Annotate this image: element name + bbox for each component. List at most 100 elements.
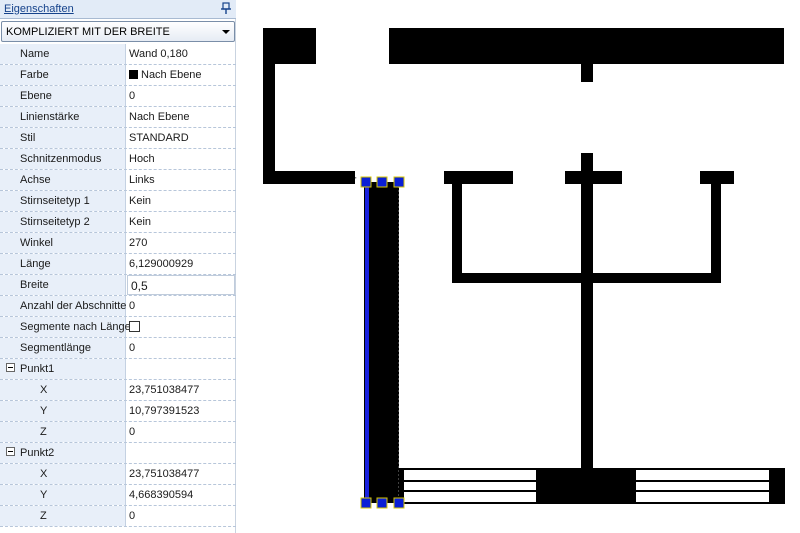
property-row[interactable]: Farbe Nach Ebene	[0, 65, 236, 86]
grip-bottom-middle[interactable]	[376, 497, 388, 509]
property-value: Nach Ebene	[129, 111, 190, 123]
wall-stub[interactable]	[581, 63, 593, 82]
property-name: Z	[40, 510, 47, 522]
property-name: Punkt2	[20, 447, 55, 459]
property-value: Links	[129, 174, 155, 186]
cursor-text-marker: T	[351, 176, 357, 186]
wall-short-3[interactable]	[700, 171, 734, 184]
wall-center-vertical[interactable]	[581, 153, 593, 469]
property-value: 0	[129, 426, 136, 438]
property-name-cell: X	[0, 464, 126, 484]
collapse-icon[interactable]	[6, 447, 15, 456]
property-name-cell: Ebene	[0, 86, 126, 106]
property-value-cell[interactable]: Hoch	[127, 149, 235, 169]
property-value-cell[interactable]: Links	[127, 170, 235, 190]
property-value: Hoch	[129, 153, 155, 165]
grip-top-right[interactable]	[393, 176, 405, 188]
property-value: 4,668390594	[129, 489, 194, 501]
wall-branch-right[interactable]	[711, 182, 721, 279]
pin-icon[interactable]	[220, 2, 232, 15]
property-category-row[interactable]: Punkt1	[0, 359, 236, 380]
property-name-cell: Segmentlänge	[0, 338, 126, 358]
grip-top-middle[interactable]	[376, 176, 388, 188]
drawing-canvas[interactable]: T	[237, 0, 800, 533]
property-value-cell[interactable]: 23,751038477	[127, 380, 235, 400]
property-value-input[interactable]: 0,5	[127, 275, 235, 295]
property-row[interactable]: Stirnseitetyp 1 Kein	[0, 191, 236, 212]
wall-short-2[interactable]	[565, 171, 622, 184]
property-value-cell[interactable]: 23,751038477	[127, 464, 235, 484]
property-value-cell[interactable]: 0	[127, 296, 235, 316]
property-value-cell[interactable]: 0	[127, 338, 235, 358]
property-category-row[interactable]: Punkt2	[0, 443, 236, 464]
property-value: 0	[129, 90, 136, 102]
property-value-cell[interactable]: 0	[127, 506, 235, 526]
property-value-cell[interactable]: 6,129000929	[127, 254, 235, 274]
property-name: Anzahl der Abschnitte	[20, 300, 127, 312]
property-value-cell[interactable]: Kein	[127, 191, 235, 211]
property-row[interactable]: Linienstärke Nach Ebene	[0, 107, 236, 128]
property-name-cell: Stirnseitetyp 1	[0, 191, 126, 211]
property-name: Breite	[20, 279, 49, 291]
property-value-cell[interactable]: 270	[127, 233, 235, 253]
property-value-cell[interactable]: STANDARD	[127, 128, 235, 148]
property-name-cell: Winkel	[0, 233, 126, 253]
color-swatch	[129, 70, 138, 79]
property-value-cell[interactable]: 4,668390594	[127, 485, 235, 505]
property-value-cell[interactable]: Kein	[127, 212, 235, 232]
wall-left-horizontal[interactable]	[263, 171, 355, 184]
property-name-cell: Linienstärke	[0, 107, 126, 127]
property-row[interactable]: Segmentlänge 0	[0, 338, 236, 359]
wall-short-1[interactable]	[444, 171, 513, 184]
panel-title-bar: Eigenschaften	[0, 0, 236, 19]
property-value-cell[interactable]: Nach Ebene	[127, 65, 235, 85]
property-row[interactable]: Breite 0,5	[0, 275, 236, 296]
property-name: Farbe	[20, 69, 49, 81]
property-value-cell[interactable]: 0	[127, 86, 235, 106]
wall-branch-horizontal[interactable]	[452, 273, 721, 283]
property-value: Kein	[129, 216, 152, 228]
property-value-cell[interactable]: 0	[127, 422, 235, 442]
property-value-cell[interactable]: Nach Ebene	[127, 107, 235, 127]
property-value-cell[interactable]	[127, 317, 235, 337]
property-name-cell: Anzahl der Abschnitte	[0, 296, 126, 316]
grip-top-left[interactable]	[360, 176, 372, 188]
property-name: Achse	[20, 174, 51, 186]
property-name: Segmentlänge	[20, 342, 91, 354]
property-name: Stirnseitetyp 1	[20, 195, 90, 207]
property-name-cell: X	[0, 380, 126, 400]
property-row[interactable]: Segmente nach Länge	[0, 317, 236, 338]
grip-bottom-left[interactable]	[360, 497, 372, 509]
grip-bottom-right[interactable]	[393, 497, 405, 509]
wall-branch-left[interactable]	[452, 182, 462, 279]
property-name-cell: Y	[0, 485, 126, 505]
property-value: 23,751038477	[129, 384, 200, 396]
wall-top-left[interactable]	[263, 28, 316, 64]
wall-left-vertical[interactable]	[263, 63, 275, 183]
collapse-icon[interactable]	[6, 363, 15, 372]
object-type-dropdown[interactable]: KOMPLIZIERT MIT DER BREITE	[1, 21, 235, 42]
selected-wall[interactable]	[364, 182, 399, 503]
property-value-cell[interactable]: 10,797391523	[127, 401, 235, 421]
property-checkbox[interactable]	[129, 321, 140, 332]
property-value-cell[interactable]: Wand 0,180	[127, 44, 235, 64]
property-row[interactable]: Achse Links	[0, 170, 236, 191]
wall-top-right[interactable]	[389, 28, 784, 64]
window-left-bg	[404, 470, 536, 502]
property-name: Linienstärke	[20, 111, 80, 123]
property-name-cell: Punkt2	[0, 443, 126, 463]
